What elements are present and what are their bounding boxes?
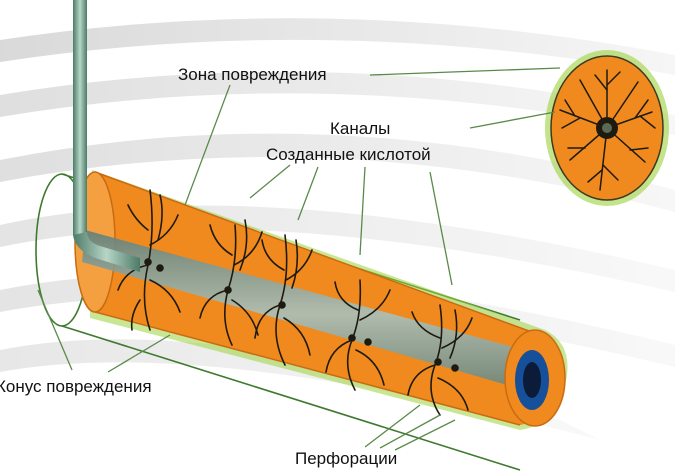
leader-lines [37, 67, 561, 451]
perforations-label: Перфорации [295, 449, 398, 468]
damage-zone-label: Зона повреждения [178, 65, 327, 84]
damage-cone-label: Конус повреждения [0, 377, 152, 396]
cross-section [545, 50, 669, 206]
vertical-pipe [73, 0, 140, 272]
wellbore-end [504, 329, 566, 427]
channels-label: Каналы [330, 119, 391, 138]
acid-channels [117, 189, 473, 416]
acid-created-label: Созданные кислотой [266, 145, 431, 164]
